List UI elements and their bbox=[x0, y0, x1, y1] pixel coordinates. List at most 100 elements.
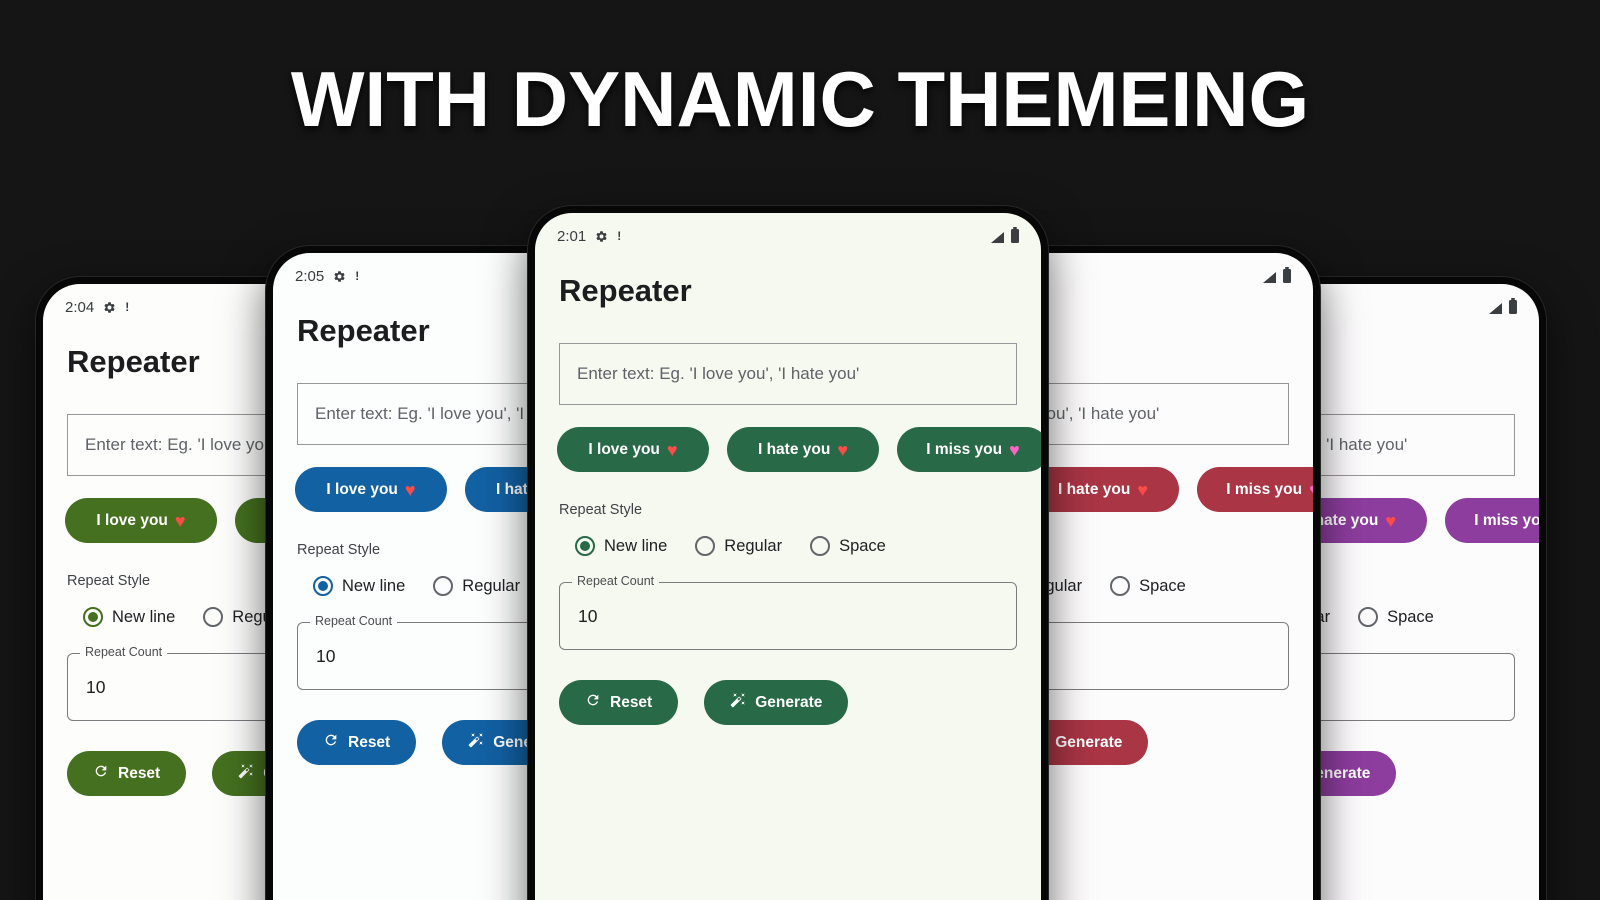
radio-circle-icon bbox=[83, 607, 103, 627]
generate-label: Generate bbox=[1303, 764, 1371, 782]
generate-button[interactable]: Generate bbox=[704, 680, 849, 725]
chip-i-miss-you[interactable]: I miss you ♥ bbox=[1445, 498, 1539, 543]
radio-new-line[interactable]: New line bbox=[313, 576, 405, 596]
action-buttons: Reset Generate bbox=[559, 680, 1041, 725]
gear-icon bbox=[595, 230, 608, 243]
status-bar-left: 2:01 ! bbox=[557, 228, 621, 245]
radio-circle-icon bbox=[810, 536, 831, 556]
repeat-style-label: Repeat Style bbox=[559, 502, 643, 518]
heart-icon: ♥ bbox=[1009, 439, 1020, 460]
heart-icon: ♥ bbox=[1385, 510, 1397, 531]
radio-circle-icon bbox=[1110, 576, 1131, 596]
repeat-count-value: 10 bbox=[86, 676, 106, 697]
app-title: Repeater bbox=[559, 273, 692, 308]
radio-label: Space bbox=[1139, 576, 1186, 595]
radio-label: New line bbox=[342, 576, 406, 595]
radio-circle-icon bbox=[1358, 607, 1379, 627]
chip-label: I love you bbox=[588, 440, 660, 458]
refresh-icon bbox=[585, 692, 601, 713]
radio-circle-icon bbox=[203, 607, 224, 627]
status-bar-right bbox=[991, 226, 1019, 243]
chip-label: I hate you bbox=[1057, 480, 1131, 498]
status-time: 2:01 bbox=[557, 227, 587, 245]
radio-label: New line bbox=[112, 607, 176, 626]
radio-label: Regular bbox=[724, 536, 783, 555]
refresh-icon bbox=[93, 763, 109, 784]
chip-label: I love you bbox=[326, 480, 398, 498]
battery-icon bbox=[1011, 226, 1019, 243]
action-buttons: Reset Generate bbox=[297, 720, 751, 765]
reset-button[interactable]: Reset bbox=[67, 751, 187, 796]
repeat-count-field[interactable]: Repeat Count 10 bbox=[559, 574, 1017, 650]
chip-i-hate-you[interactable]: I hate you ♥ bbox=[727, 427, 879, 472]
chip-label: I hate you bbox=[1305, 511, 1379, 529]
notification-icon: ! bbox=[355, 269, 360, 283]
radio-new-line[interactable]: New line bbox=[83, 607, 175, 627]
reset-label: Reset bbox=[118, 764, 161, 782]
chip-label: I love you bbox=[96, 511, 168, 529]
heart-icon: ♥ bbox=[837, 439, 849, 460]
repeat-count-value: 10 bbox=[316, 645, 336, 666]
chip-i-hate-you[interactable]: I hate you ♥ bbox=[1027, 467, 1179, 512]
radio-circle-icon bbox=[433, 576, 454, 596]
radio-regular[interactable]: Regular bbox=[695, 536, 782, 556]
chip-label: I miss you bbox=[1474, 511, 1539, 529]
magic-wand-icon bbox=[730, 692, 746, 713]
repeat-count-label: Repeat Count bbox=[310, 614, 398, 628]
radio-space[interactable]: Space bbox=[810, 536, 886, 556]
gear-icon bbox=[333, 270, 346, 283]
app-title: Repeater bbox=[297, 313, 430, 348]
repeat-style-radios: New line Regular Space bbox=[575, 536, 1041, 556]
battery-icon bbox=[1283, 266, 1291, 283]
radio-space[interactable]: Space bbox=[1358, 607, 1434, 627]
chip-label: I miss you bbox=[1226, 480, 1303, 498]
radio-circle-icon bbox=[313, 576, 333, 596]
status-time: 2:05 bbox=[295, 267, 325, 285]
repeat-count-value: 10 bbox=[578, 605, 598, 626]
radio-regular[interactable]: Regular bbox=[433, 576, 520, 596]
chip-label: I hate you bbox=[757, 440, 831, 458]
chip-i-love-you[interactable]: I love you ♥ bbox=[557, 427, 709, 472]
signal-icon bbox=[1263, 272, 1276, 283]
radio-space[interactable]: Space bbox=[1110, 576, 1186, 596]
input-placeholder: Enter text: Eg. 'I love you', 'I hate yo… bbox=[315, 404, 598, 423]
phone-screen: 2:01 ! Repeater Enter text: Eg. 'I love … bbox=[535, 213, 1041, 900]
repeat-count-label: Repeat Count bbox=[80, 645, 168, 659]
magic-wand-icon bbox=[238, 763, 254, 784]
text-input[interactable]: Enter text: Eg. 'I love you', 'I hate yo… bbox=[559, 343, 1017, 405]
status-bar: 2:01 ! bbox=[535, 213, 1041, 247]
reset-button[interactable]: Reset bbox=[297, 720, 417, 765]
radio-label: Space bbox=[839, 536, 886, 555]
status-time: 2:04 bbox=[65, 298, 95, 316]
chip-i-love-you[interactable]: I love you ♥ bbox=[65, 498, 217, 543]
status-bar-right bbox=[1489, 297, 1517, 314]
reset-label: Reset bbox=[610, 693, 653, 711]
chip-i-miss-you[interactable]: I miss you ♥ bbox=[1197, 467, 1313, 512]
repeat-count-field[interactable]: Repeat Count 10 bbox=[297, 614, 727, 690]
gear-icon bbox=[103, 301, 116, 314]
headline: WITH DYNAMIC THEMEING bbox=[290, 55, 1310, 143]
radio-label: Regular bbox=[462, 576, 521, 595]
status-bar-left: 2:05 ! bbox=[295, 268, 359, 285]
heart-icon: ♥ bbox=[174, 510, 186, 531]
radio-new-line[interactable]: New line bbox=[575, 536, 667, 556]
status-bar-right bbox=[1263, 266, 1291, 283]
notification-icon: ! bbox=[125, 300, 130, 314]
chip-i-miss-you[interactable]: I miss you ♥ bbox=[897, 427, 1041, 472]
repeat-style-label: Repeat Style bbox=[67, 573, 151, 589]
heart-icon: ♥ bbox=[1309, 481, 1313, 499]
reset-button[interactable]: Reset bbox=[559, 680, 679, 725]
magic-wand-icon bbox=[468, 732, 484, 753]
signal-icon bbox=[991, 232, 1004, 243]
radio-circle-icon bbox=[575, 536, 595, 556]
heart-icon: ♥ bbox=[404, 479, 416, 500]
suggestion-chips: I love you ♥ I hate you ♥ I miss you ♥ bbox=[557, 427, 1041, 472]
radio-circle-icon bbox=[695, 536, 716, 556]
input-placeholder: Enter text: Eg. 'I love you', 'I hate yo… bbox=[577, 364, 860, 383]
heart-icon: ♥ bbox=[1137, 479, 1149, 500]
chip-i-love-you[interactable]: I love you ♥ bbox=[295, 467, 447, 512]
status-bar-left: 2:04 ! bbox=[65, 299, 129, 316]
battery-icon bbox=[1509, 297, 1517, 314]
phone-mockup: 2:01 ! Repeater Enter text: Eg. 'I love … bbox=[528, 206, 1048, 900]
